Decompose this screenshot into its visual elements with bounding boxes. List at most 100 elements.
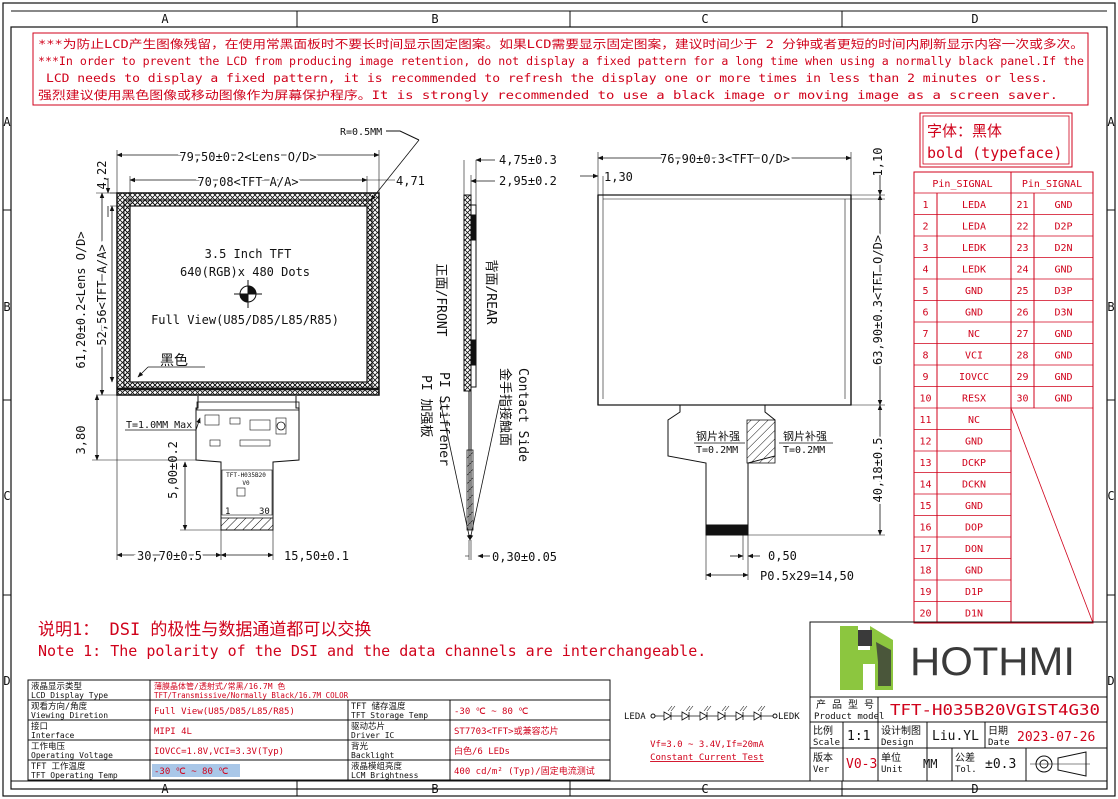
row-label-c-right: C [1107,489,1114,503]
spec-label-en: TFT Operating Temp [31,771,118,780]
scale-cn-label: 比例 [813,724,833,737]
logo-text: HOTHMI [910,640,1075,684]
rear-dim-tft-width: 76,90±0.3<TFT O/D> [660,152,790,166]
pin-signal-left: DOP [965,523,983,534]
led-diode-icon [735,711,744,721]
scale-en-label: Scale [813,738,840,748]
side-dim-thick-1: 4,75±0.3 [499,153,557,167]
front-view [92,130,420,560]
pin-signal-left: IOVCC [959,372,989,383]
pin-number-right: 23 [1016,243,1028,254]
side-dim-thick-2: 2,95±0.2 [499,174,557,188]
pin-signal-left: GND [965,308,983,319]
pin-number-left: 1 [922,200,928,211]
pin-table-header-right: Pin_SIGNAL [1022,179,1082,190]
model-cn-label: 产 品 型 号 [816,698,874,711]
front-dim-fpc-length: 3,80 [74,426,88,455]
spec-label-en-2: LCM Brightness [351,771,419,780]
rear-dim-tft-height: 63,90±0.3<TFT O/D> [871,235,885,365]
row-label-b-right: B [1107,300,1114,314]
pin-signal-right: GND [1054,265,1072,276]
designer-value: Liu.YL [932,729,979,744]
pin-table-header-left: Pin_SIGNAL [932,179,992,190]
notice-line-2: ***In order to prevent the LCD from prod… [38,55,1084,68]
pin-number-left: 2 [922,222,928,233]
spec-label-cn: TFT 工作温度 [31,761,86,772]
pi-stiffener-cn-label: PI 加强板 [418,375,433,437]
pin-number-left: 17 [919,544,931,555]
pin-signal-left: NC [968,329,980,340]
font-note-line-1: 字体：黑体 [927,122,1002,140]
row-label-d-right: D [1107,674,1114,688]
pin-number-left: 7 [922,329,928,340]
pin-number-right: 25 [1016,286,1028,297]
col-label-d-top: D [971,12,978,26]
rear-dim-pitch: 0,50 [768,549,797,563]
pin-signal-left: DCKP [962,458,986,469]
black-label: 黑色 [160,352,188,369]
pin-number-left: 3 [922,243,928,254]
pin-signal-left: D1N [965,609,983,620]
side-view [439,157,501,560]
fpc-pin-30-label: 30 [259,507,270,517]
spec-label-cn-2: 驱动芯片 [351,721,385,732]
product-view-label: Full View(U85/D85/L85/R85) [151,313,339,327]
model-en-label: Product model [814,712,884,722]
pin-number-right: 26 [1016,308,1028,319]
pin-signal-left: DON [965,544,983,555]
pin-number-left: 18 [919,566,931,577]
pin-number-left: 4 [922,265,928,276]
unit-value: MM [923,757,937,771]
pin-signal-left: GND [965,286,983,297]
tolerance-en-label: Tol. [955,765,977,775]
tolerance-cn-label: 公差 [955,751,975,764]
spec-label-cn-2: 背光 [351,741,369,752]
pin-signal-right: D2P [1054,222,1072,233]
version-value: V0-3 [846,757,877,772]
pin-number-left: 19 [919,587,931,598]
spec-label-cn-2: TFT 储存温度 [351,701,406,712]
rear-dim-pitch-total: P0.5x29=14,50 [760,569,854,583]
pin-signal-left: GND [965,566,983,577]
pin-number-left: 10 [919,394,931,405]
rear-dim-left: 1,30 [604,170,633,184]
pin-number-left: 15 [919,501,931,512]
pin-number-right: 22 [1016,222,1028,233]
spec-value-en: TFT/Transmissive/Normally Black/16.7M CO… [154,691,349,700]
hothmi-logo: HOTHMI [840,626,1075,690]
contact-side-cn-label: 金手指接触面 [497,368,513,446]
note-cn: 说明1： DSI 的极性与数据通道都可以交换 [38,620,371,640]
pin-signal-left: GND [965,437,983,448]
projection-symbol-icon [1030,751,1090,777]
rear-face-label: 背面/REAR [483,259,498,324]
row-label-d-left: D [3,674,10,688]
pin-number-left: 16 [919,523,931,534]
spec-label-cn: 接口 [31,721,48,732]
spec-label-cn: 液晶显示类型 [31,681,83,692]
spec-value-2: -30 ℃ ~ 80 ℃ [454,707,528,717]
front-dim-fpc-width: 15,50±0.1 [284,549,349,563]
row-label-a-right: A [1107,115,1115,129]
pin-number-right: 27 [1016,329,1028,340]
thickness-max-label: T=1.0MM Max [126,420,192,431]
notice-line-3: LCD needs to display a fixed pattern, it… [46,72,1048,85]
col-label-b-top: B [431,12,438,26]
pin-signal-left: GND [965,501,983,512]
led-diode-icon [681,711,690,721]
fpc-pin-1-label: 1 [225,507,230,517]
front-dim-lens-width: 79,50±0.2<Lens O/D> [179,150,316,164]
row-label-c-left: C [3,489,10,503]
rear-dim-fpc-length: 40,18±0.5 [871,437,885,502]
spec-label-en-2: TFT Storage Temp [351,711,428,720]
pin-number-left: 20 [919,609,931,620]
spec-label-en: Operating Voltage [31,751,113,760]
pin-number-left: 5 [922,286,928,297]
product-size-label: 3.5 Inch TFT [205,247,292,261]
steel-stiffener-right-thickness: T=0.2MM [783,445,825,456]
version-en-label: Ver [813,765,830,775]
col-label-a-top: A [161,12,169,26]
led-diode-icon [663,711,672,721]
fpc-version-label: V0 [242,480,250,487]
led-diode-icon [753,711,762,721]
